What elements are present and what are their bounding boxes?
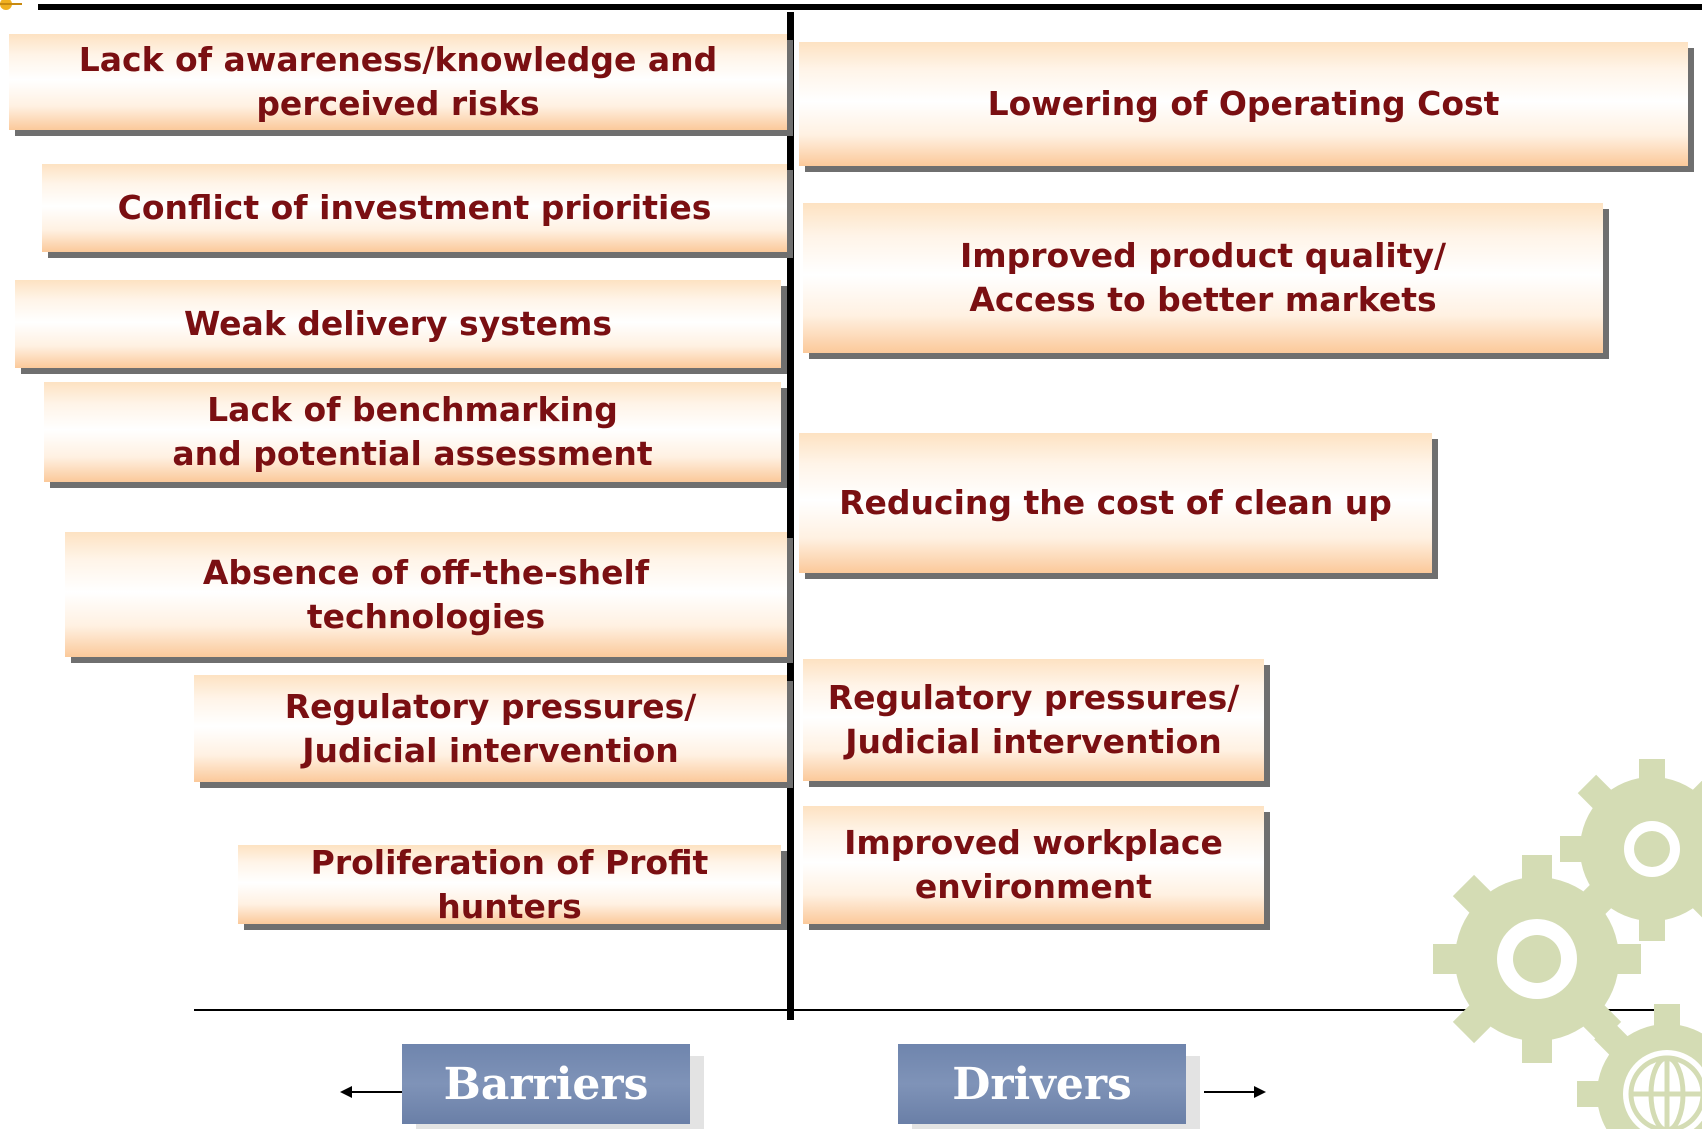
barrier-box-profit-hunters: Proliferation of Profit hunters bbox=[238, 843, 781, 926]
barrier-box-awareness: Lack of awareness/knowledge and perceive… bbox=[9, 34, 787, 130]
barriers-label: Barriers bbox=[402, 1044, 690, 1124]
barrier-box-investment-priorities: Conflict of investment priorities bbox=[42, 164, 787, 252]
driver-box-regulatory: Regulatory pressures/ Judicial intervent… bbox=[803, 659, 1264, 781]
barrier-box-off-the-shelf: Absence of off-the-shelf technologies bbox=[65, 532, 787, 657]
barrier-box-regulatory: Regulatory pressures/ Judicial intervent… bbox=[194, 675, 787, 782]
barrier-box-benchmarking: Lack of benchmarking and potential asses… bbox=[44, 382, 781, 482]
baseline-rule bbox=[194, 1009, 1666, 1011]
barrier-box-delivery-systems: Weak delivery systems bbox=[15, 280, 781, 368]
left-arrow-icon bbox=[340, 1086, 402, 1098]
gears-decoration-icon bbox=[1433, 759, 1702, 1129]
right-arrow-icon bbox=[1204, 1086, 1266, 1098]
driver-box-operating-cost: Lowering of Operating Cost bbox=[799, 42, 1688, 166]
driver-box-product-quality: Improved product quality/ Access to bett… bbox=[803, 203, 1603, 353]
top-rule bbox=[38, 4, 1702, 10]
drivers-label: Drivers bbox=[898, 1044, 1186, 1124]
corner-ornament-icon bbox=[0, 0, 22, 10]
center-divider bbox=[787, 12, 794, 1020]
driver-box-clean-up: Reducing the cost of clean up bbox=[799, 433, 1432, 573]
driver-box-workplace: Improved workplace environment bbox=[803, 806, 1264, 924]
